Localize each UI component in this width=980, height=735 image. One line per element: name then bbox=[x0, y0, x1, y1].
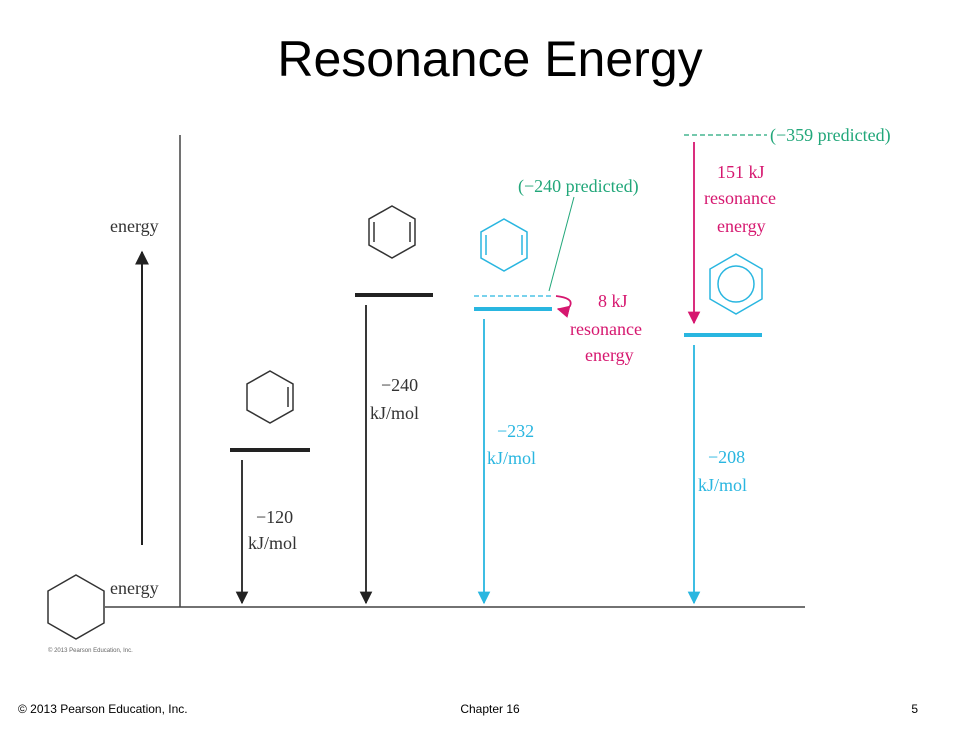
curved-arrow-icon bbox=[555, 295, 572, 318]
benzene-icon bbox=[709, 253, 763, 315]
axis-label-bottom: energy bbox=[110, 578, 159, 598]
cyclohexadiene-value: −240 bbox=[381, 375, 418, 395]
resonance-8-line1: 8 kJ bbox=[598, 291, 628, 311]
page-number: 5 bbox=[911, 702, 918, 716]
cyclohexadiene-actual-value: −232 bbox=[497, 421, 534, 441]
benzene-predicted-label: (−359 predicted) bbox=[770, 125, 891, 146]
benzene-unit: kJ/mol bbox=[698, 475, 747, 495]
benzene-value: −208 bbox=[708, 447, 745, 467]
resonance-8-line2: resonance bbox=[570, 319, 642, 339]
cyclohexadiene-actual-icon bbox=[480, 218, 528, 272]
footer-chapter: Chapter 16 bbox=[460, 702, 520, 716]
cyclohexadiene-predicted-pointer bbox=[548, 196, 575, 292]
axis-label-top: energy bbox=[110, 216, 159, 236]
cyclohexane-icon bbox=[47, 574, 105, 640]
cyclohexadiene-unit: kJ/mol bbox=[370, 403, 419, 423]
cyclohexadiene-icon bbox=[368, 205, 416, 259]
page-title: Resonance Energy bbox=[277, 31, 703, 87]
cyclohexene-value: −120 bbox=[256, 507, 293, 527]
cyclohexene-icon bbox=[246, 370, 294, 424]
small-copyright: © 2013 Pearson Education, Inc. bbox=[48, 647, 133, 654]
resonance-8-line3: energy bbox=[585, 345, 634, 365]
resonance-151-line1: 151 kJ bbox=[717, 162, 765, 182]
cyclohexene-unit: kJ/mol bbox=[248, 533, 297, 553]
footer-copyright: © 2013 Pearson Education, Inc. bbox=[18, 702, 188, 716]
resonance-151-line3: energy bbox=[717, 216, 766, 236]
cyclohexadiene-predicted-label: (−240 predicted) bbox=[518, 176, 639, 197]
cyclohexadiene-actual-unit: kJ/mol bbox=[487, 448, 536, 468]
resonance-151-line2: resonance bbox=[704, 188, 776, 208]
